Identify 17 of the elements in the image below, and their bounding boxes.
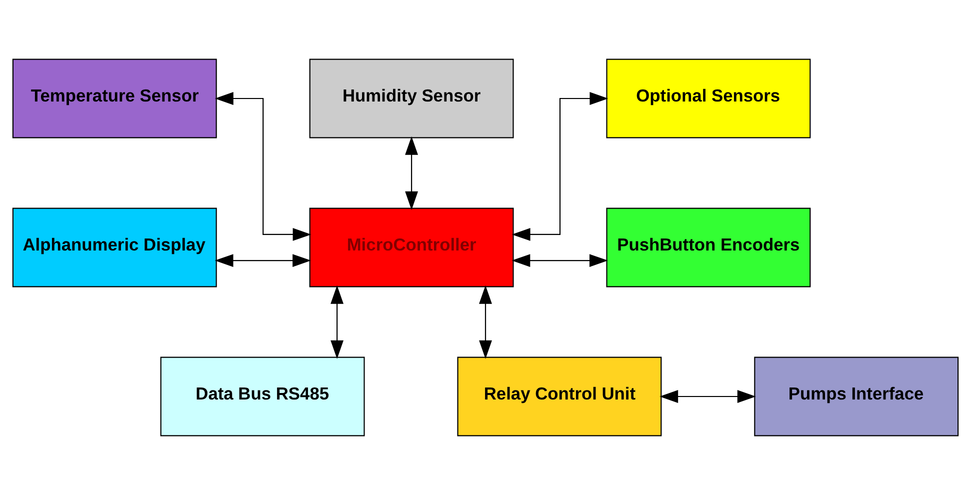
arrow <box>214 254 312 267</box>
arrow <box>330 284 344 358</box>
node-box: Temperature Sensor <box>12 58 217 138</box>
arrow <box>214 92 312 240</box>
arrow <box>512 254 608 267</box>
node-box: Data Bus RS485 <box>160 356 365 436</box>
node-box: MicroController <box>309 207 514 287</box>
arrow <box>660 390 756 402</box>
arrow <box>479 284 492 358</box>
arrow <box>512 92 608 240</box>
arrow <box>405 136 418 210</box>
node-box: Relay Control Unit <box>457 356 662 436</box>
node-box: Optional Sensors <box>606 58 811 138</box>
node-box: Humidity Sensor <box>309 58 514 138</box>
node-box: Alphanumeric Display <box>12 207 217 287</box>
node-box: PushButton Encoders <box>606 207 811 287</box>
node-box: Pumps Interface <box>754 356 959 436</box>
